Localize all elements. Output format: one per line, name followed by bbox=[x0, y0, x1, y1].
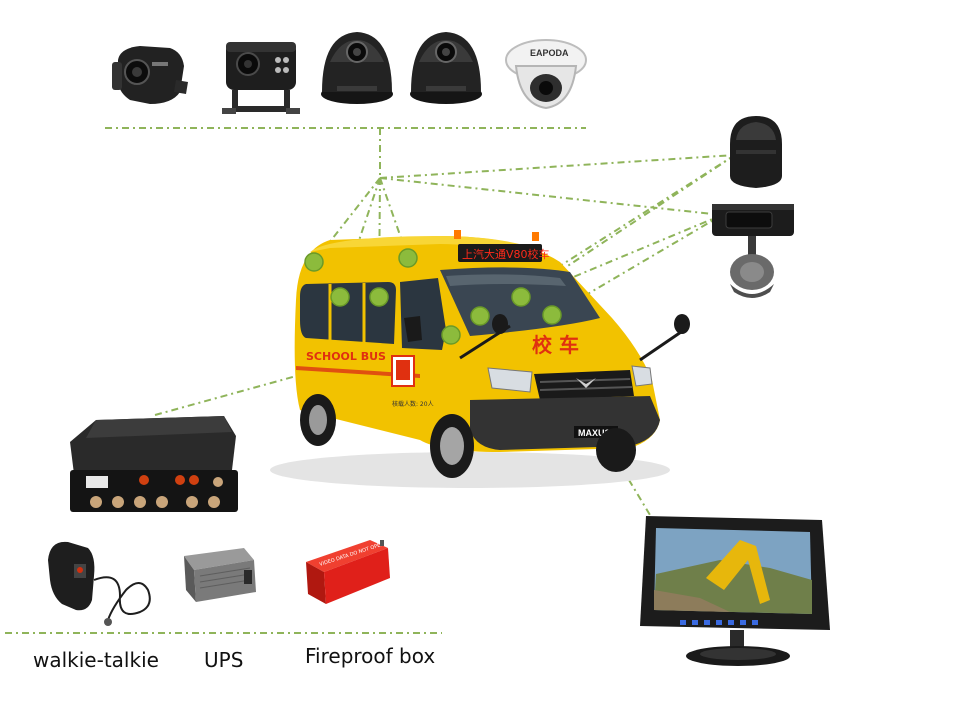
mdvr-icon bbox=[70, 416, 238, 512]
ups-device bbox=[184, 548, 256, 602]
ups-icon bbox=[184, 548, 256, 602]
bus-capacity-text: 核载人数: 20人 bbox=[392, 400, 434, 408]
node-cab-2 bbox=[512, 288, 530, 306]
monitor-icon bbox=[640, 516, 830, 666]
label-fireproof-box: Fireproof box bbox=[305, 644, 435, 668]
bus-sign-text: 上汽大通V80校车 bbox=[462, 247, 550, 261]
fireproof-box-device: VIDEO DATA DO NOT OPEN bbox=[306, 540, 390, 604]
ptz-camera bbox=[730, 116, 782, 188]
node-window-1 bbox=[331, 288, 349, 306]
ptz-camera-icon bbox=[730, 116, 782, 188]
fireproof-box-icon: VIDEO DATA DO NOT OPEN bbox=[306, 540, 390, 604]
bracket-camera-right bbox=[712, 204, 794, 298]
side-camera bbox=[112, 46, 188, 104]
label-ups: UPS bbox=[204, 648, 243, 672]
school-bus: 上汽大通V80校车 SCHOOL BUS 核载人数: 20人 校 车 MAXUS bbox=[270, 230, 690, 488]
node-door bbox=[442, 326, 460, 344]
monitor bbox=[640, 516, 830, 666]
dome-camera-icon bbox=[410, 32, 482, 104]
bracket-camera-icon bbox=[222, 42, 300, 114]
node-cab-1 bbox=[471, 307, 489, 325]
label-walkie-talkie: walkie-talkie bbox=[33, 648, 159, 672]
bracket-camera bbox=[222, 42, 300, 114]
dome-camera-2 bbox=[410, 32, 482, 104]
dome-camera-icon: EAPODA bbox=[506, 40, 586, 108]
node-roof-mid bbox=[399, 249, 417, 267]
node-cab-3 bbox=[543, 306, 561, 324]
mdvr bbox=[70, 416, 238, 512]
white-dome-camera: EAPODA bbox=[506, 40, 586, 108]
side-camera-icon bbox=[112, 46, 188, 104]
bracket-camera-icon bbox=[712, 204, 794, 298]
node-roof-left bbox=[305, 253, 323, 271]
dome-camera-brand: EAPODA bbox=[530, 48, 569, 58]
dome-camera-1 bbox=[321, 32, 393, 104]
dome-camera-icon bbox=[321, 32, 393, 104]
walkie-talkie-device bbox=[48, 542, 150, 626]
bus-side-text: SCHOOL BUS bbox=[306, 350, 386, 363]
microphone-icon bbox=[48, 542, 150, 626]
bus-front-text: 校 车 bbox=[532, 333, 579, 357]
node-window-2 bbox=[370, 288, 388, 306]
